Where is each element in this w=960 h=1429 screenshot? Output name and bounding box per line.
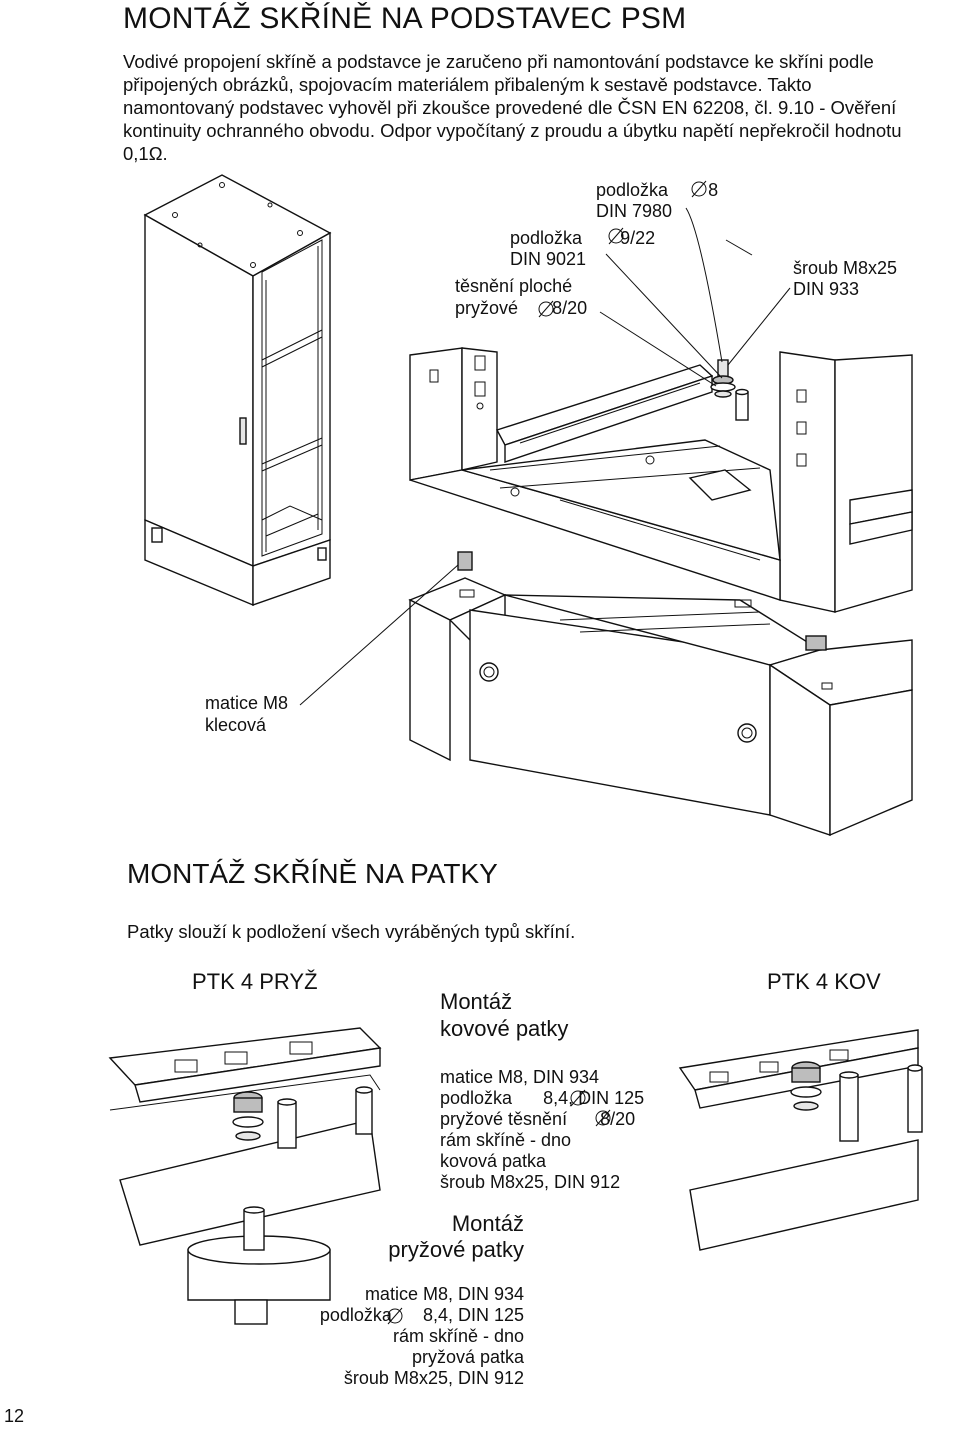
cage-nut-label: matice M8: [205, 693, 289, 713]
section-title-feet: MONTÁŽ SKŘÍNĚ NA PATKY: [127, 858, 498, 889]
washer-8-din: DIN 7980: [596, 201, 673, 221]
rubber-washer-size: 8,4, DIN 125: [422, 1305, 524, 1325]
base-assembly-drawing: [408, 347, 913, 837]
rubber-foot-title: PTK 4 PRYŽ: [192, 969, 318, 994]
metal-heading-1: Montáž: [440, 989, 513, 1014]
rubber-item-washer: podložka 8,4, DIN 125: [280, 1305, 524, 1326]
metal-heading-2: kovové patky: [440, 1016, 569, 1041]
washer-9-size: 9/22: [620, 228, 656, 248]
bolt-label: šroub M8x25: [793, 258, 898, 278]
seal-material: pryžové: [455, 298, 519, 318]
intro-paragraph: Vodivé propojení skříně a podstavce je z…: [123, 51, 902, 164]
rubber-heading-1: Montáž: [451, 1211, 524, 1236]
rubber-item-nut: matice M8, DIN 934: [364, 1284, 524, 1304]
rubber-item-foot: pryžová patka: [411, 1347, 524, 1367]
cage-nut-type: klecová: [205, 715, 267, 735]
metal-seal-name: pryžové těsnění: [440, 1109, 568, 1129]
metal-washer-size: 8,4, DIN 125: [543, 1088, 645, 1108]
seal-size: 8/20: [552, 298, 588, 318]
metal-item-foot: kovová patka: [440, 1151, 547, 1171]
rubber-item-frame: rám skříně - dno: [392, 1326, 524, 1346]
leader-lines-psm: [299, 207, 791, 706]
diameter-symbols-feet: [387, 1089, 611, 1325]
metal-item-frame: rám skříně - dno: [440, 1130, 572, 1150]
metal-item-washer: podložka 8,4, DIN 125: [440, 1088, 644, 1109]
washer-9-label: podložka 9/22: [510, 228, 655, 249]
cabinet-drawing: [143, 174, 332, 607]
rubber-heading-2: pryžové patky: [388, 1237, 524, 1262]
diameter-symbols-psm: [538, 180, 707, 318]
metal-item-bolt: šroub M8x25, DIN 912: [440, 1172, 621, 1192]
washer-9-name: podložka: [510, 228, 583, 248]
rubber-foot-drawing: [108, 1027, 382, 1325]
metal-foot-drawing: [678, 1029, 923, 1251]
rubber-washer-name: podložka: [319, 1305, 392, 1325]
washer-9-din: DIN 9021: [510, 249, 587, 269]
metal-seal-size: 8/20: [600, 1109, 636, 1129]
section-title-psm: MONTÁŽ SKŘÍNĚ NA PODSTAVEC PSM: [123, 2, 687, 35]
metal-foot-title: PTK 4 KOV: [767, 969, 881, 994]
feet-subtitle: Patky slouží k podložení všech vyráběnýc…: [127, 921, 576, 942]
washer-8-label: podložka 8: [596, 180, 718, 201]
metal-washer-name: podložka: [440, 1088, 513, 1108]
metal-item-nut: matice M8, DIN 934: [440, 1067, 600, 1087]
washer-8-name: podložka: [596, 180, 669, 200]
seal-label-line2: pryžové 8/20: [455, 298, 587, 319]
metal-item-seal: pryžové těsnění 8/20: [440, 1109, 635, 1130]
page-number: 12: [4, 1406, 25, 1426]
washer-8-size: 8: [708, 180, 719, 200]
rubber-item-bolt: šroub M8x25, DIN 912: [343, 1368, 524, 1388]
bolt-din: DIN 933: [793, 279, 860, 299]
seal-label-line1: těsnění ploché: [455, 276, 573, 296]
